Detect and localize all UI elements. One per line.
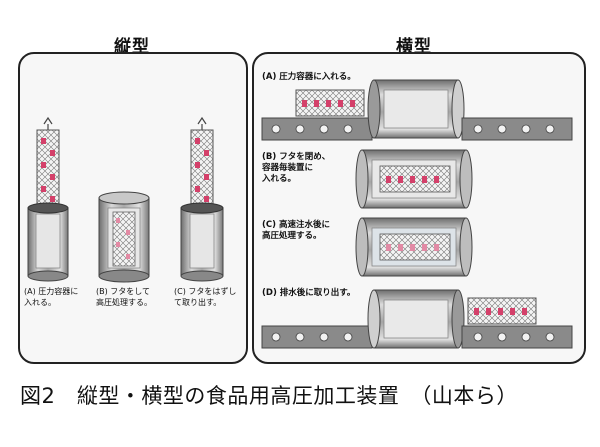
conveyor-right bbox=[461, 325, 573, 349]
horizontal-c-illustration bbox=[355, 217, 473, 277]
hook-icon bbox=[197, 116, 207, 130]
vertical-step-a-label: (A) 圧力容器に 入れる。 bbox=[24, 287, 79, 307]
product-basket bbox=[36, 129, 60, 211]
vertical-step-c-label: (C) フタをはずし て取り出す。 bbox=[174, 287, 237, 307]
figure-caption: 図2 縦型・横型の食品用高圧加工装置 （山本ら） bbox=[20, 384, 518, 408]
product-basket bbox=[190, 129, 214, 211]
vessel-lid bbox=[98, 191, 150, 205]
conveyor-right bbox=[461, 117, 573, 141]
horizontal-b-illustration bbox=[355, 149, 473, 209]
horizontal-step-b-label: (B) フタを閉め、 容器毎装置に 入れる。 bbox=[262, 152, 331, 184]
horizontal-a-illustration bbox=[261, 79, 573, 141]
conveyor-left bbox=[261, 325, 373, 349]
horizontal-step-a-label: (A) 圧力容器に入れる。 bbox=[262, 72, 356, 82]
horizontal-step-c-label: (C) 高速注水後に 高圧処理する。 bbox=[262, 220, 330, 241]
product-basket bbox=[112, 211, 136, 267]
conveyor-left bbox=[261, 117, 373, 141]
vertical-step-b-label: (B) フタをして 高圧処理する。 bbox=[96, 287, 152, 307]
horizontal-d-illustration bbox=[261, 289, 573, 349]
hook-icon bbox=[43, 116, 53, 130]
vertical-b-illustration bbox=[98, 191, 150, 283]
vertical-a-illustration bbox=[27, 116, 69, 282]
vertical-c-illustration bbox=[180, 116, 224, 282]
horizontal-step-d-label: (D) 排水後に取り出す。 bbox=[262, 288, 356, 298]
